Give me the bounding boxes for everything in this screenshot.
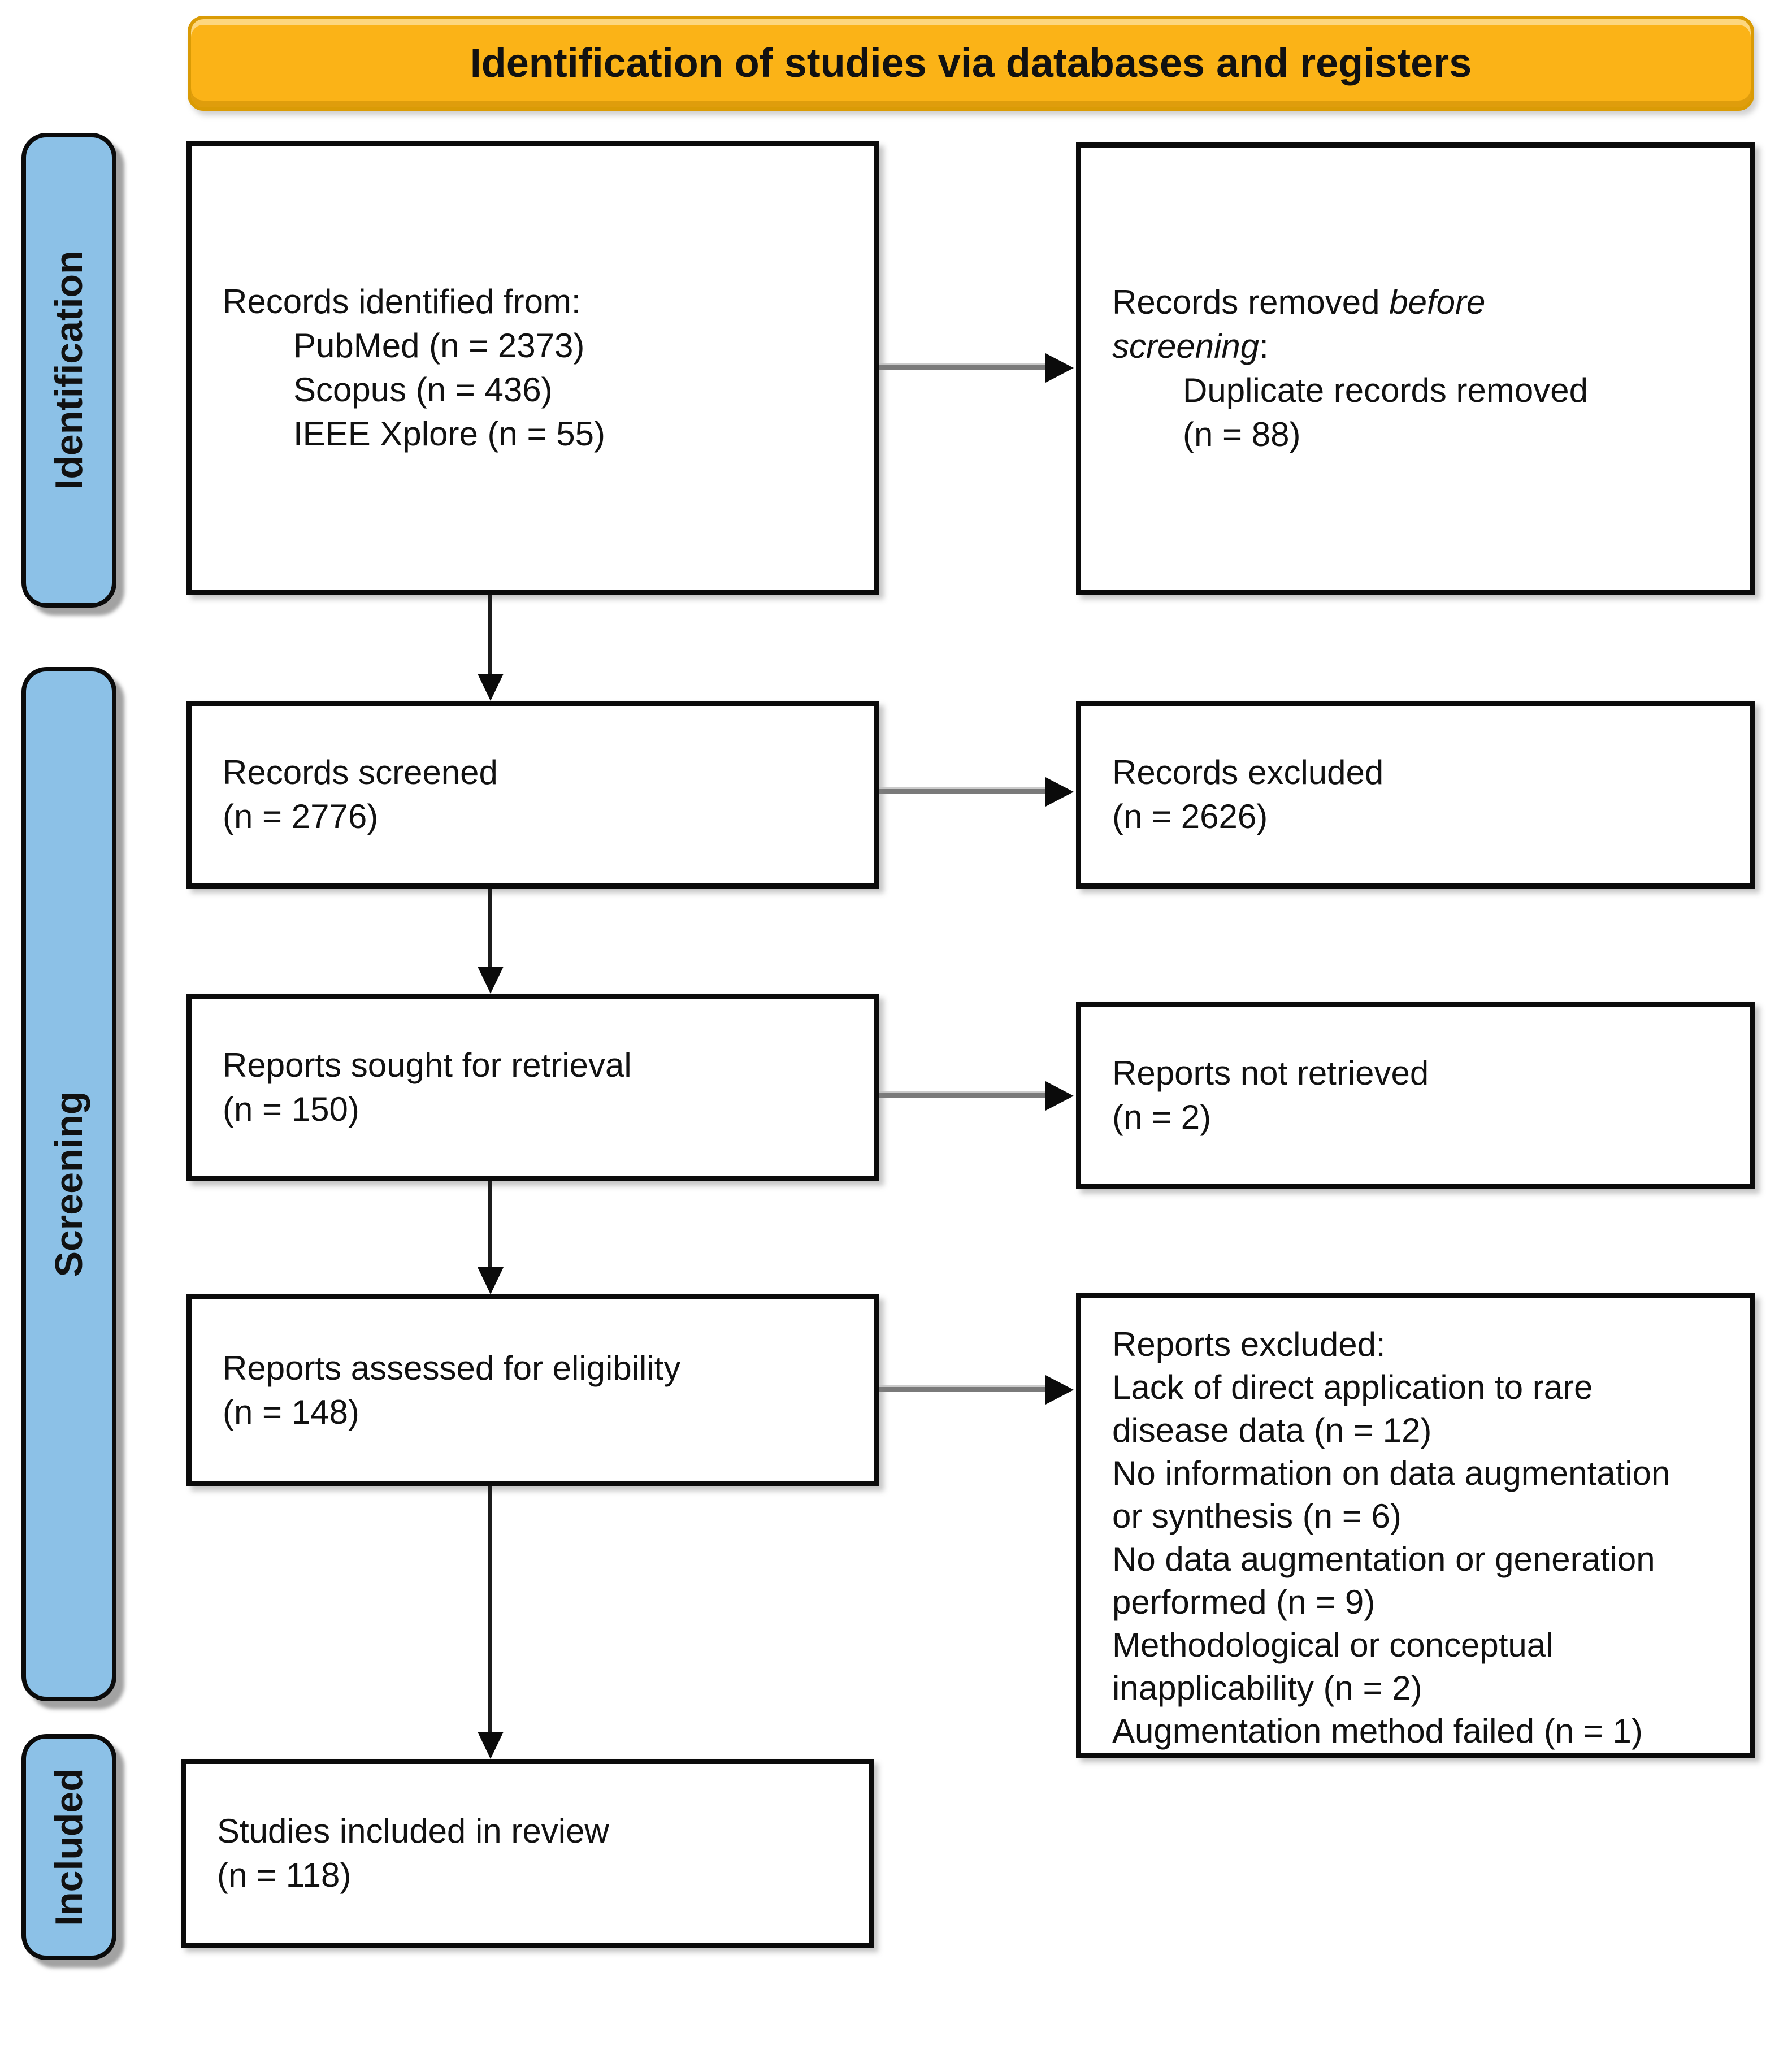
- box-text-line: Reports assessed for eligibility: [223, 1349, 681, 1387]
- arrow-sought-to-assessed: [488, 1181, 492, 1268]
- box-text-line: Studies included in review: [217, 1812, 609, 1850]
- box-text-line: disease data (n = 12): [1112, 1411, 1432, 1449]
- box-text-line: Duplicate records removed: [1183, 371, 1588, 409]
- box-text-line: performed (n = 9): [1112, 1583, 1376, 1621]
- box-text-line: Reports not retrieved: [1112, 1054, 1429, 1092]
- header-banner: Identification of studies via databases …: [188, 16, 1754, 111]
- arrowhead-right-icon: [1045, 1081, 1074, 1111]
- box-text-line: screening:: [1112, 324, 1719, 369]
- box-studies-included: Studies included in review (n = 118): [181, 1759, 874, 1948]
- box-records-identified: Records identified from: PubMed (n = 237…: [186, 141, 879, 595]
- phase-bar-identification: Identification: [21, 133, 116, 608]
- box-text-line: Scopus (n = 436): [293, 371, 553, 409]
- box-text-line: Methodological or conceptual: [1112, 1626, 1554, 1664]
- arrow-assessed-to-included: [488, 1486, 492, 1733]
- arrow-screened-to-excluded: [879, 789, 1049, 794]
- box-reports-assessed: Reports assessed for eligibility (n = 14…: [186, 1294, 879, 1486]
- box-reports-not-retrieved: Reports not retrieved (n = 2): [1076, 1002, 1755, 1189]
- phase-bar-screening: Screening: [21, 667, 116, 1701]
- box-records-screened: Records screened (n = 2776): [186, 701, 879, 889]
- box-text-line: (n = 88): [1183, 415, 1301, 453]
- arrow-identified-to-screened: [488, 595, 492, 675]
- phase-label-identification: Identification: [47, 250, 90, 490]
- arrow-assessed-to-reports-excluded: [879, 1387, 1049, 1392]
- arrow-screened-to-sought: [488, 889, 492, 968]
- box-text-line: Records removed before: [1112, 280, 1719, 324]
- box-text-line: Records excluded: [1112, 753, 1384, 791]
- box-text-line: No information on data augmentation: [1112, 1454, 1670, 1492]
- arrowhead-right-icon: [1045, 353, 1074, 383]
- box-text-line: inapplicability (n = 2): [1112, 1669, 1422, 1707]
- box-text-line: (n = 2): [1112, 1098, 1212, 1136]
- box-text-line: Augmentation method failed (n = 1): [1112, 1712, 1643, 1750]
- box-text-line: Records identified from:: [223, 283, 581, 320]
- text-segment: Records removed: [1112, 283, 1390, 321]
- box-text-line: (n = 150): [223, 1090, 359, 1128]
- box-text-line: PubMed (n = 2373): [293, 327, 585, 365]
- header-title: Identification of studies via databases …: [470, 41, 1472, 86]
- arrowhead-down-icon: [478, 1732, 504, 1759]
- box-text-line: (n = 2626): [1112, 798, 1268, 835]
- box-text-line: or synthesis (n = 6): [1112, 1497, 1402, 1535]
- phase-bar-included: Included: [21, 1734, 116, 1960]
- box-text-line: (n = 2776): [223, 798, 379, 835]
- box-reports-sought: Reports sought for retrieval (n = 150): [186, 994, 879, 1181]
- text-segment-italic: screening: [1112, 327, 1260, 365]
- box-text-line: Reports excluded:: [1112, 1325, 1386, 1363]
- phase-label-screening: Screening: [47, 1091, 90, 1277]
- box-text-line: No data augmentation or generation: [1112, 1540, 1655, 1578]
- box-text-line: IEEE Xplore (n = 55): [293, 415, 605, 453]
- arrow-identified-to-removed: [879, 365, 1049, 370]
- box-reports-excluded: Reports excluded: Lack of direct applica…: [1076, 1293, 1755, 1758]
- box-text-line: Records screened: [223, 753, 498, 791]
- arrowhead-right-icon: [1045, 1375, 1074, 1405]
- arrowhead-down-icon: [478, 967, 504, 994]
- box-records-excluded: Records excluded (n = 2626): [1076, 701, 1755, 889]
- box-text-line: (n = 118): [217, 1856, 352, 1894]
- arrowhead-down-icon: [478, 1267, 504, 1294]
- box-text-line: Reports sought for retrieval: [223, 1046, 632, 1084]
- box-records-removed: Records removed before screening: Duplic…: [1076, 142, 1755, 595]
- box-text-line: (n = 148): [223, 1393, 359, 1431]
- text-segment-italic: before: [1389, 283, 1486, 321]
- text-segment: :: [1259, 327, 1269, 365]
- box-text-line: Lack of direct application to rare: [1112, 1368, 1593, 1406]
- arrowhead-right-icon: [1045, 777, 1074, 807]
- phase-label-included: Included: [47, 1768, 90, 1926]
- arrow-sought-to-not-retrieved: [879, 1093, 1049, 1098]
- arrowhead-down-icon: [478, 674, 504, 701]
